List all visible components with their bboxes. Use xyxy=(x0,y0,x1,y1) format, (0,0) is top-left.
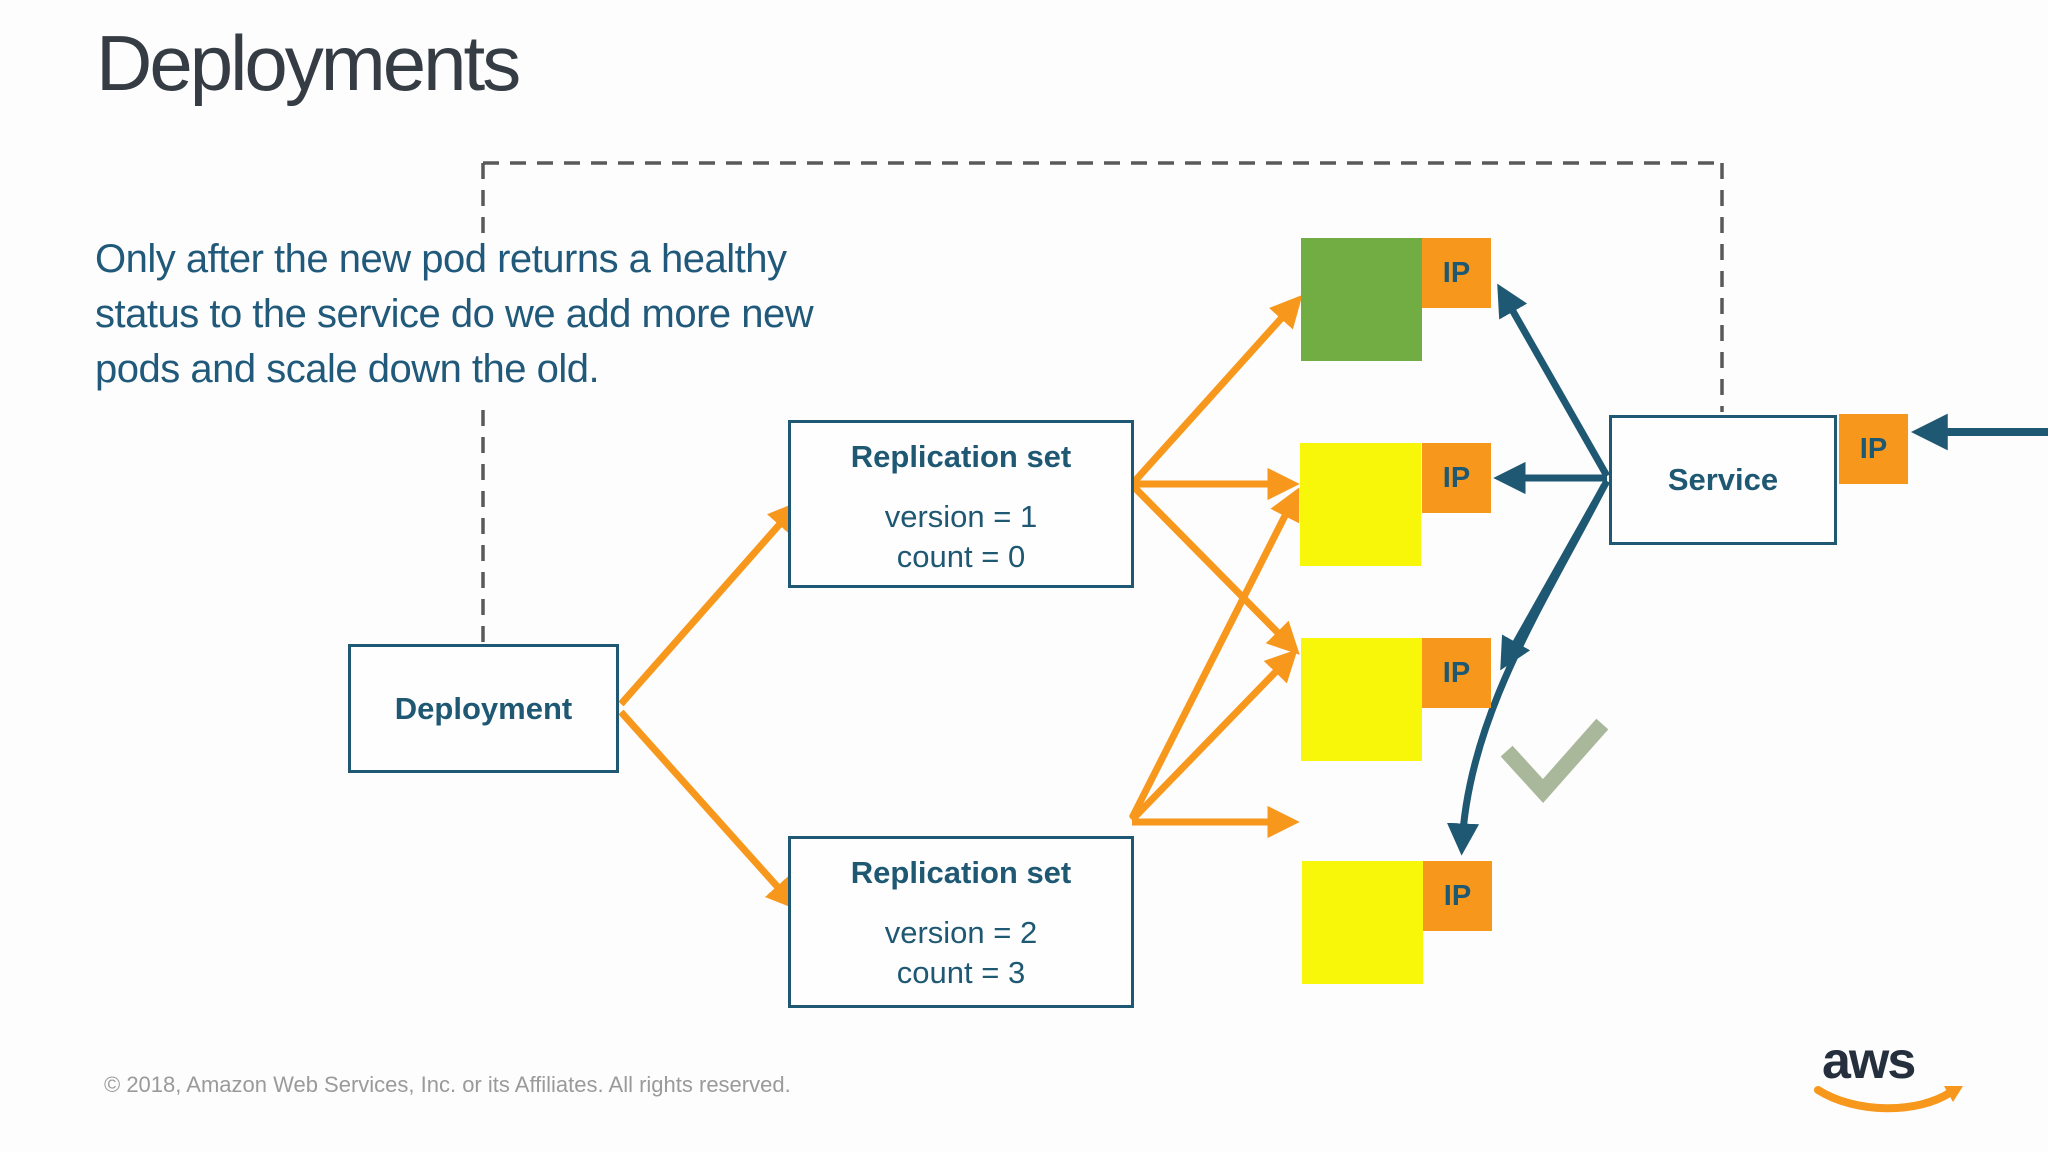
pod-ip-badge: IP xyxy=(1422,238,1491,308)
pod-ip-badge: IP xyxy=(1423,861,1492,931)
pod-old-yellow-2 xyxy=(1301,638,1422,761)
ip-label: IP xyxy=(1442,656,1471,689)
service-box: Service xyxy=(1609,415,1837,545)
ip-label: IP xyxy=(1443,879,1472,912)
deployment-box: Deployment xyxy=(348,644,619,773)
ip-label: IP xyxy=(1859,432,1888,465)
pod-new-green xyxy=(1301,238,1422,361)
deployment-label: Deployment xyxy=(394,690,573,726)
replication-set-version: version = 2 xyxy=(884,915,1038,950)
ip-label: IP xyxy=(1442,461,1471,494)
pod-old-yellow-1 xyxy=(1300,443,1421,566)
replication-set-version: version = 1 xyxy=(884,499,1038,534)
checkmark-icon xyxy=(1500,718,1609,803)
service-ip-badge: IP xyxy=(1839,414,1908,484)
pod-ip-badge: IP xyxy=(1422,443,1491,513)
replication-set-count: count = 0 xyxy=(896,539,1026,574)
aws-smile-icon xyxy=(1814,1086,1963,1113)
service-label: Service xyxy=(1667,462,1779,497)
replication-set-1-box: Replication set version = 1 count = 0 xyxy=(788,420,1134,588)
copyright-text: © 2018, Amazon Web Services, Inc. or its… xyxy=(104,1072,791,1097)
ip-label: IP xyxy=(1442,256,1471,289)
service-arrows-group xyxy=(1446,283,2048,856)
aws-logo-text: aws xyxy=(1822,1032,1916,1090)
description-line: status to the service do we add more new xyxy=(95,292,814,336)
description-line: Only after the new pod returns a healthy xyxy=(95,237,787,281)
page-title: Deployments xyxy=(96,19,521,107)
replication-set-title: Replication set xyxy=(850,439,1072,474)
replication-set-title: Replication set xyxy=(850,855,1072,890)
pod-old-yellow-3 xyxy=(1302,861,1423,984)
replication-set-count: count = 3 xyxy=(896,955,1026,990)
pod-ip-badge: IP xyxy=(1422,638,1491,708)
replication-set-2-box: Replication set version = 2 count = 3 xyxy=(788,836,1134,1008)
aws-logo: aws xyxy=(1814,1032,1964,1118)
description-line: pods and scale down the old. xyxy=(95,347,600,391)
slide-description: Only after the new pod returns a healthy… xyxy=(95,232,814,397)
